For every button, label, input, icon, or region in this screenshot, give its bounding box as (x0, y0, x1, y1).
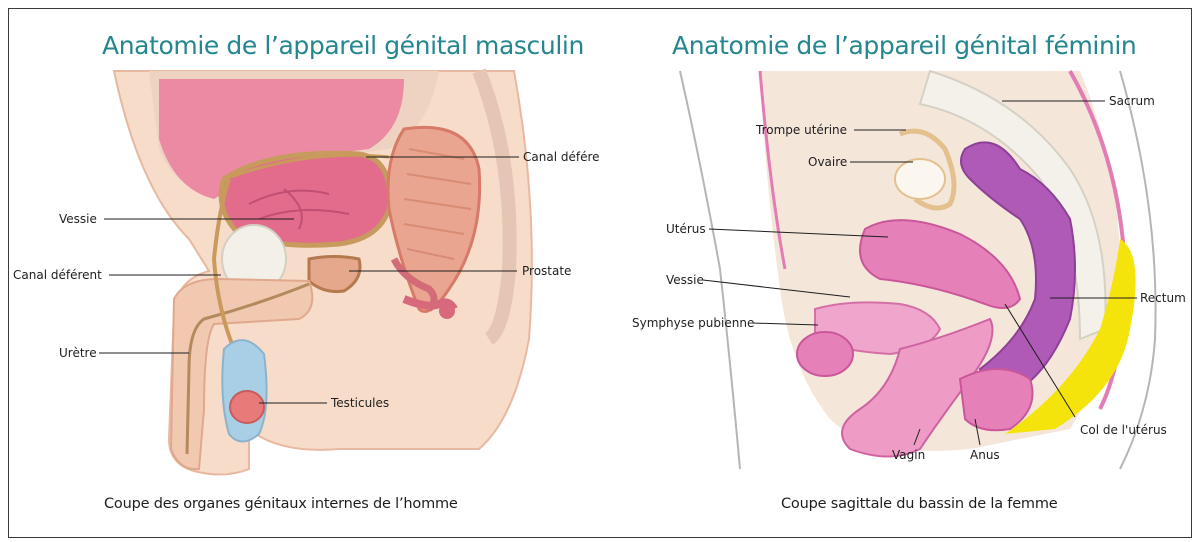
female-anatomy-panel: Anatomie de l’appareil génital féminin S… (600, 9, 1190, 537)
label-canal-deferent-left: Canal déférent (13, 268, 102, 282)
label-vagin: Vagin (892, 448, 925, 462)
female-caption: Coupe sagittale du bassin de la femme (781, 496, 1058, 512)
label-prostate: Prostate (522, 264, 571, 278)
label-ovaire: Ovaire (808, 155, 847, 169)
label-trompe: Trompe utérine (755, 123, 847, 137)
label-testicules: Testicules (330, 396, 389, 410)
label-rectum: Rectum (1140, 291, 1186, 305)
pubic-symphysis (797, 332, 853, 376)
anus-dot (439, 303, 455, 319)
label-col: Col de l'utérus (1080, 423, 1167, 437)
label-sacrum: Sacrum (1109, 94, 1155, 108)
male-anatomy-panel: Anatomie de l’appareil génital masculin (9, 9, 599, 537)
label-vessie: Vessie (59, 212, 97, 226)
label-canal-deferent-right: Canal déférent (523, 150, 599, 164)
label-uterus: Utérus (666, 222, 706, 236)
label-vessie-f: Vessie (666, 273, 704, 287)
prostate-shape (309, 257, 360, 292)
male-caption: Coupe des organes génitaux internes de l… (104, 496, 458, 512)
ovary-shape (895, 159, 945, 199)
female-body-outline (680, 71, 740, 469)
female-anatomy-illustration: Sacrum Trompe utérine Ovaire Utérus Vess… (600, 9, 1190, 537)
testicle-shape (230, 391, 264, 423)
label-symphyse: Symphyse pubienne (632, 316, 754, 330)
label-uretre: Urètre (59, 346, 97, 360)
male-anatomy-illustration: Canal déférent Vessie Canal déférent Pro… (9, 9, 599, 537)
label-anus: Anus (970, 448, 1000, 462)
